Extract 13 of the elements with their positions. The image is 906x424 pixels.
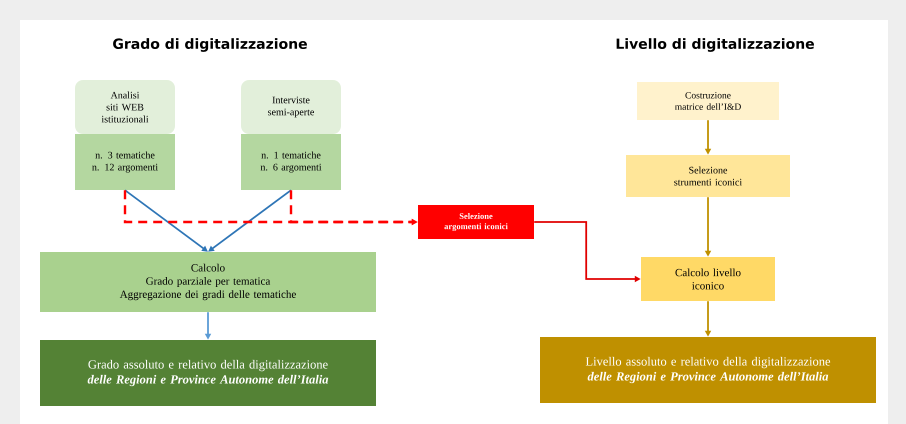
source-box: Interviste semi-aperte — [241, 80, 341, 134]
section-title: Grado di digitalizzazione — [113, 38, 307, 52]
result-box: Livello assoluto e relativo della digitalizzazione delle Regioni e Province Autonome dell’Italia — [540, 337, 876, 403]
source-box: Analisi siti WEB istituzionali — [75, 80, 175, 134]
selection-box: Selezione argomenti iconici — [418, 205, 534, 239]
process-box: Costruzione matrice dell’I&D — [637, 82, 779, 120]
process-box: Selezione strumenti iconici — [626, 155, 790, 197]
process-box: n. 1 tematiche n. 6 argomenti — [241, 134, 341, 190]
section-title: Livello di digitalizzazione — [616, 38, 814, 52]
process-box: Calcolo Grado parziale per tematica Aggregazione dei gradi delle tematiche — [40, 252, 376, 312]
process-box: n. 3 tematiche n. 12 argomenti — [75, 134, 175, 190]
result-box: Grado assoluto e relativo della digitalizzazione delle Regioni e Province Autonome dell’Italia — [40, 340, 376, 406]
process-box: Calcolo livello iconico — [641, 257, 775, 301]
